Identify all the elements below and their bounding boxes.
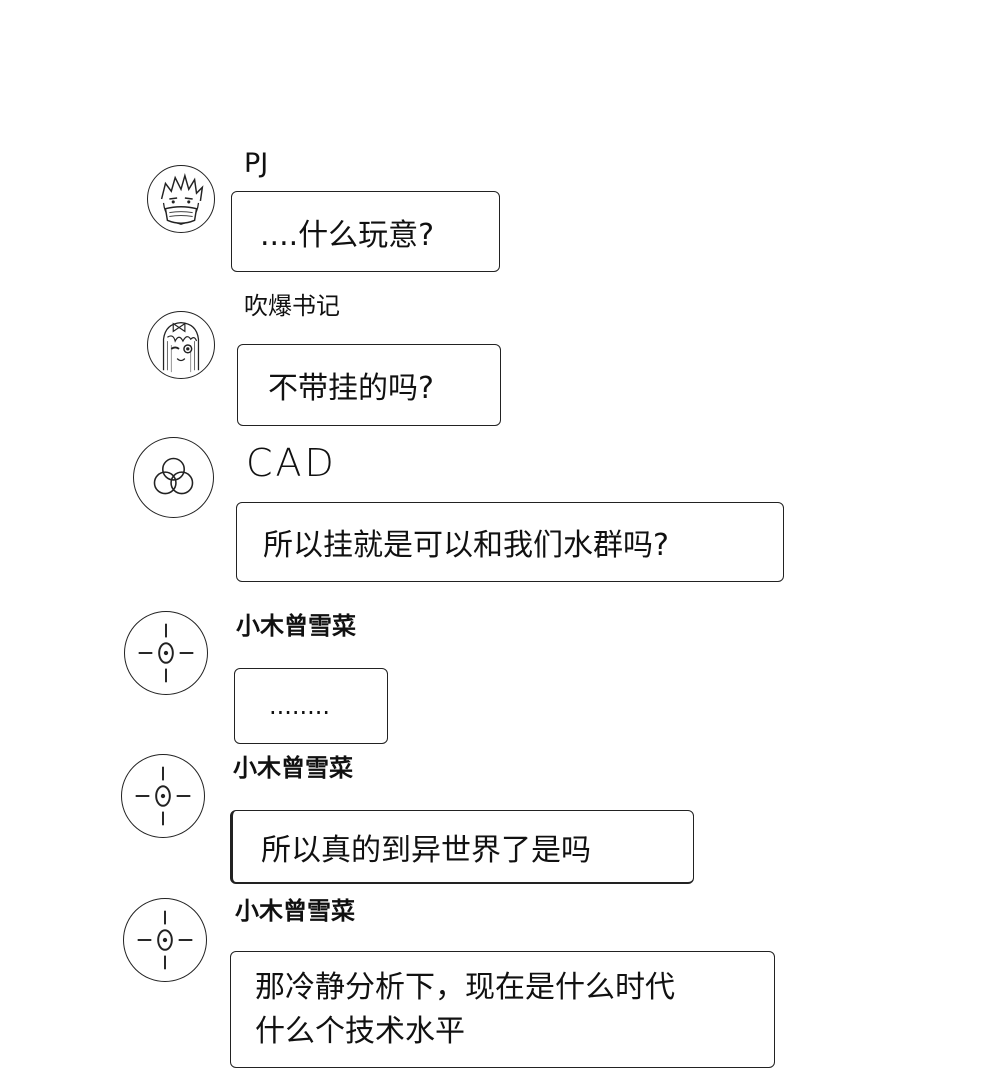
winking-girl-avatar-icon[interactable] (147, 311, 215, 379)
sender-name: PJ (244, 148, 269, 179)
message-bubble[interactable]: ........ (234, 668, 388, 744)
message-text: ........ (269, 692, 331, 720)
sender-name: 小木曾雪菜 (233, 754, 353, 782)
message-text: 所以真的到异世界了是吗 (261, 832, 591, 868)
message-text: 那冷静分析下，现在是什么时代 什么个技术水平 (255, 970, 675, 1049)
message-text: 所以挂就是可以和我们水群吗? (263, 528, 669, 563)
message-bubble[interactable]: 所以挂就是可以和我们水群吗? (236, 502, 784, 582)
message-bubble[interactable]: ....什么玩意? (231, 191, 500, 272)
sender-name: 小木曾雪菜 (236, 612, 356, 640)
sender-name: CAD (246, 441, 337, 485)
crosshair-avatar-icon[interactable] (121, 754, 205, 838)
sender-name: 小木曾雪菜 (235, 897, 355, 925)
masked-boy-avatar-icon[interactable] (147, 165, 215, 233)
sender-name: 吹爆书记 (244, 292, 340, 320)
message-bubble[interactable]: 不带挂的吗? (237, 344, 501, 426)
message-text: 不带挂的吗? (268, 371, 434, 406)
message-bubble[interactable]: 那冷静分析下，现在是什么时代 什么个技术水平 (230, 951, 775, 1068)
three-circle-logo-avatar-icon[interactable] (133, 437, 214, 518)
crosshair-avatar-icon[interactable] (123, 898, 207, 982)
message-text: ....什么玩意? (260, 217, 435, 253)
crosshair-avatar-icon[interactable] (124, 611, 208, 695)
message-bubble[interactable]: 所以真的到异世界了是吗 (230, 810, 694, 884)
